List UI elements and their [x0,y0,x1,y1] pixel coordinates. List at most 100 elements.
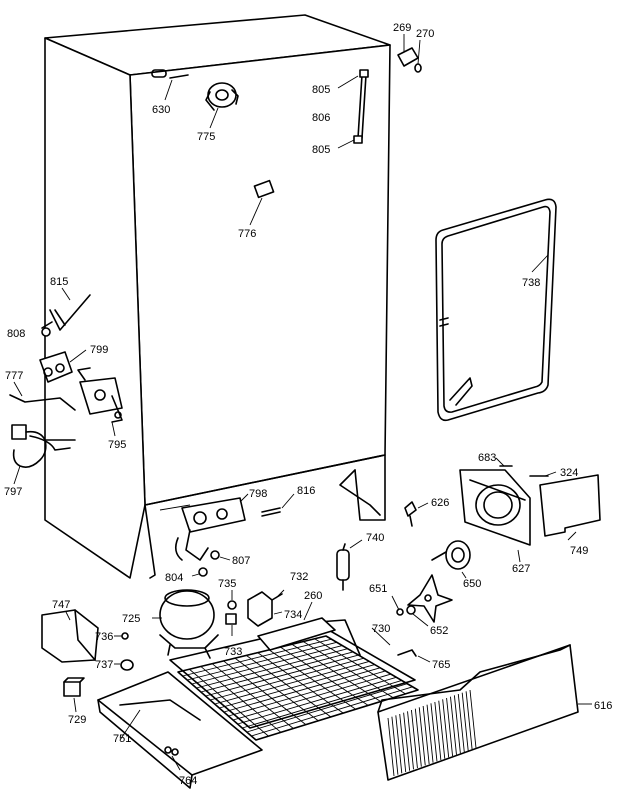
grille-slot-line [422,705,430,765]
part-798-valve [174,493,249,561]
label-797: 797 [4,486,22,498]
grille-slot-line [410,709,418,769]
part-269-270 [397,34,422,73]
grille-slot-line [391,716,399,775]
grille-slot-line [450,696,457,755]
condenser-wire-line [280,646,369,706]
part-799-valve [39,349,87,383]
label-795: 795 [108,439,126,451]
condenser-coil-line [191,645,343,685]
label-651: 651 [369,583,387,595]
label-652: 652 [430,625,448,637]
grille-slot-line [426,704,434,763]
part-735-733 [225,590,237,636]
condenser-coil-line [251,686,413,737]
grille-slot-line [399,713,407,773]
condenser-coil-line [200,651,354,693]
grille-slot-line [465,691,473,750]
grille-slot-line [403,712,411,771]
part-808 [41,321,53,337]
label-616: 616 [594,700,612,712]
part-777-bracket [9,381,76,411]
label-725: 725 [122,613,140,625]
condenser-coil-line [228,670,386,717]
part-795-valve [77,367,123,437]
grille-slot-line [457,693,465,753]
label-626: 626 [431,497,449,509]
label-260: 260 [304,590,322,602]
part-776 [249,179,275,226]
label-735: 735 [218,578,236,590]
label-806: 806 [312,112,330,124]
label-805-bottom: 805 [312,144,330,156]
condenser-wire-line [189,668,269,737]
label-749: 749 [570,545,588,557]
condenser-coil-line [210,657,364,701]
grille-slot-line [461,692,469,751]
label-740: 740 [366,532,384,544]
label-815: 815 [50,276,68,288]
part-816 [261,493,295,517]
grille-slot-line [418,707,426,766]
part-807 [210,550,231,561]
condenser-coil-line [232,673,392,721]
part-797-harness [11,424,76,485]
label-737: 737 [95,659,113,671]
condenser-wire-line [268,649,356,710]
part-725-compressor [152,589,219,659]
label-775: 775 [197,131,215,143]
grille-slot-line [414,708,422,767]
part-804 [191,567,208,577]
part-736-737 [114,632,134,671]
condenser-wire-line [291,643,381,702]
grille-slot-line [434,701,442,761]
condenser-coil-line [219,664,375,709]
condenser-coil-line [196,648,348,689]
grille-slot-line [469,689,477,749]
part-747-shield [41,609,99,663]
label-816: 816 [297,485,315,497]
grille-slot-line [407,711,414,770]
condenser-wire-line [325,635,419,691]
label-807: 807 [232,555,250,567]
grille-slot-line [387,717,395,777]
label-683: 683 [478,452,496,464]
condenser-wire-line [234,657,319,722]
label-751: 751 [113,733,131,745]
part-630 [164,74,189,101]
label-808: 808 [7,328,25,340]
label-630: 630 [152,104,170,116]
label-270: 270 [416,28,434,40]
condenser-wire-line [257,652,344,714]
cabinet-body [44,14,391,579]
condenser-wire-line [177,671,257,741]
part-626 [404,501,429,527]
label-765: 765 [432,659,450,671]
part-738-gasket [435,198,557,422]
label-736: 736 [95,631,113,643]
part-627-fan-shroud [459,469,531,563]
part-765 [397,649,431,663]
label-798: 798 [249,488,267,500]
part-616-grille [377,644,592,781]
label-734: 734 [284,609,302,621]
label-324: 324 [560,467,578,479]
condenser-coil-line [246,683,408,733]
condenser-coil-line [177,635,327,673]
label-733: 733 [224,646,242,658]
part-740-capacitor [336,539,363,591]
label-804: 804 [165,572,183,584]
part-751-base [97,671,263,789]
part-732-734-relay [247,589,285,627]
grille-slot-line [442,699,450,758]
label-650: 650 [463,578,481,590]
condenser-coil-line [223,667,381,713]
label-738: 738 [522,277,540,289]
condenser-coil-line [214,660,370,705]
part-650-fan-motor [431,540,471,579]
grille-slot-line [453,695,461,754]
label-805-top: 805 [312,84,330,96]
label-776: 776 [238,228,256,240]
label-777: 777 [5,370,23,382]
